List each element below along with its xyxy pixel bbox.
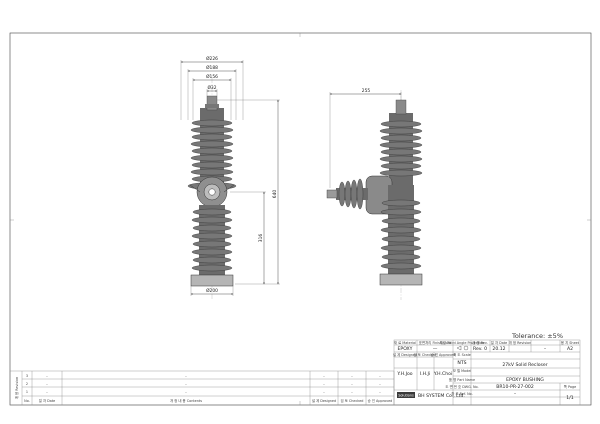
rev-row-contents: – [185, 374, 187, 378]
tb-designed: Y.H.Joo [396, 371, 412, 377]
company-logo-text: Solutions [398, 394, 414, 398]
dim-top-inner: Ø156 [206, 73, 218, 80]
dim-width: 255 [362, 88, 371, 94]
company-name: BH SYSTEM Co., Ltd. [418, 393, 465, 399]
tb-part-head: 품 명 Part Name [449, 377, 475, 382]
tb-designed-head: 설 계 Designed [393, 352, 417, 357]
revision-side-label: 개 정 Revision [14, 377, 19, 400]
tb-dwg-head: 도 면 번 호 DWG. No. [445, 384, 478, 389]
rev-row-date: – [46, 390, 48, 394]
tb-checked-head: 검 토 Checked [414, 352, 437, 357]
dim-height-lower: 316 [258, 234, 264, 243]
rev-row-contents: – [185, 390, 187, 394]
tb-date-head: 일 자 Date [491, 340, 508, 345]
tb-revision: – [544, 347, 547, 352]
side-width-dimension: 255 [329, 88, 402, 188]
tb-projection-head: 투상 Third Angle Projection [440, 340, 485, 345]
tb-ref: – [514, 392, 517, 397]
title-block: 재 료 Material 표면처리 Finish/Coat 투상 Third A… [393, 339, 581, 406]
rev-header-no: No. [24, 399, 30, 403]
rev-row-checked: – [351, 390, 353, 394]
rev-row-designed: – [323, 382, 325, 386]
tb-ref-head: 참 조 Ref. No. [451, 391, 472, 396]
rev-header-contents: 개 정 내 용 Contents [170, 398, 202, 403]
tb-approved-head: 승 인 Approved [431, 352, 456, 357]
tb-page-head: 쪽 Page [564, 385, 576, 389]
tb-scale-head: 척 도 Scale [453, 352, 471, 357]
rev-row-num: 1 [26, 390, 28, 394]
tb-model: 27kV Solid Recloser [502, 362, 547, 368]
tb-sheet-head: 용 지 Sheet [561, 340, 580, 345]
dim-stud: Ø32 [207, 84, 216, 91]
rev-row-checked: – [351, 382, 353, 386]
front-top-dimensions: Ø226 Ø188 Ø156 Ø32 [180, 55, 244, 120]
tolerance-note: Tolerance: ±5% [511, 332, 563, 340]
rev-header-date: 일 자 Date [39, 398, 56, 403]
rev-row-num: 2 [26, 382, 28, 386]
rev-header-designed: 설 계 Designed [312, 398, 336, 403]
lower-sheds [190, 205, 234, 287]
dim-height-total: 640 [272, 190, 278, 199]
tb-rev-head: 개 정 Rev. [472, 340, 488, 345]
tb-sheet: A2 [567, 346, 573, 352]
tb-checked: I.H.Ji [420, 371, 430, 377]
tb-finish-head: 표면처리 Finish/Coat [419, 340, 452, 345]
front-view: Ø226 Ø188 Ø156 Ø32 640 316 [180, 55, 280, 300]
tb-part: EPOXY BUSHING [506, 377, 544, 383]
tb-revision-head: 개 정 Revision [509, 340, 532, 345]
front-bottom-dimension: Ø200 [190, 286, 234, 296]
projection-symbol-icon [456, 345, 469, 351]
rev-row-approved: – [379, 390, 381, 394]
rev-row-date: – [46, 374, 48, 378]
tb-material: EPOXY [398, 346, 413, 352]
dim-top-outer: Ø226 [206, 55, 218, 62]
rev-row-checked: – [351, 374, 353, 378]
dim-bottom: Ø200 [206, 287, 218, 294]
tb-scale: NTS [457, 360, 466, 366]
rev-row-approved: – [379, 382, 381, 386]
rev-row-designed: – [323, 374, 325, 378]
rev-row-designed: – [323, 390, 325, 394]
side-port [189, 176, 235, 208]
tb-approved: Y.H.Choi [433, 371, 452, 377]
tb-rev: Rev. 0 [473, 346, 487, 352]
tb-page: 1/1 [566, 395, 573, 401]
upper-sheds [187, 95, 237, 190]
side-upper-sheds [379, 99, 423, 185]
rev-header-checked: 검 토 Checked [341, 398, 364, 403]
tb-dwg: BR10-PR-27-002 [496, 384, 534, 390]
rev-header-approved: 승 인 Approved [368, 398, 393, 403]
side-horizontal-bushing [326, 175, 393, 215]
company-logo [397, 392, 415, 398]
rev-row-approved: – [379, 374, 381, 378]
side-lower-sheds [379, 185, 423, 286]
tb-date: 20.12 [492, 346, 505, 352]
tb-material-head: 재 료 Material [394, 340, 416, 345]
dim-top-mid: Ø188 [206, 64, 218, 71]
rev-row-contents: – [185, 382, 187, 386]
revision-table: 개 정 Revision 3 – – – – – 2 – – – – – 1 –… [9, 370, 395, 406]
front-height-dimensions: 640 316 [217, 99, 280, 285]
tb-finish: — [433, 347, 438, 352]
rev-row-date: – [46, 382, 48, 386]
side-view: 255 [326, 88, 423, 300]
rev-row-num: 3 [26, 374, 28, 378]
tb-model-head: 모 델 Model [453, 368, 472, 373]
